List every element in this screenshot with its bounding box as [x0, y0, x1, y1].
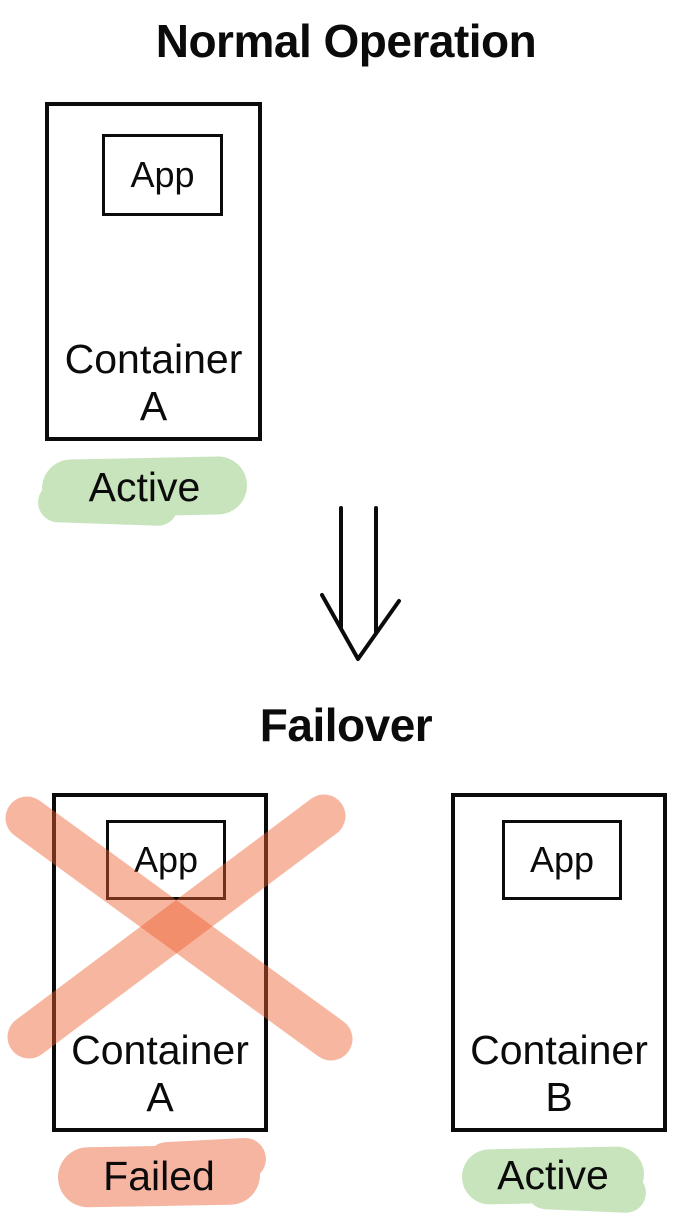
container-a-label: Container A: [71, 1026, 249, 1120]
container-b-box: App Container B: [451, 793, 667, 1132]
app-box: App: [502, 820, 622, 900]
section-title-normal-operation: Normal Operation: [155, 15, 537, 67]
container-a-normal-box: App Container A: [45, 102, 262, 441]
app-box: App: [102, 134, 223, 216]
double-down-arrow-icon: [320, 506, 401, 661]
status-badge-active-b: Active: [462, 1148, 644, 1203]
section-title-failover: Failover: [259, 699, 433, 751]
app-box: App: [106, 820, 226, 900]
container-b-label: Container B: [470, 1026, 648, 1120]
container-a-label: Container A: [64, 335, 243, 429]
app-label: App: [130, 154, 195, 195]
failure-x-cross-icon: [5, 794, 353, 1061]
status-badge-failed: Failed: [58, 1146, 260, 1206]
status-badge-active-normal: Active: [42, 458, 247, 516]
container-a-failed-box: App Container A: [52, 793, 268, 1132]
app-label: App: [529, 839, 595, 880]
app-label: App: [133, 839, 199, 880]
